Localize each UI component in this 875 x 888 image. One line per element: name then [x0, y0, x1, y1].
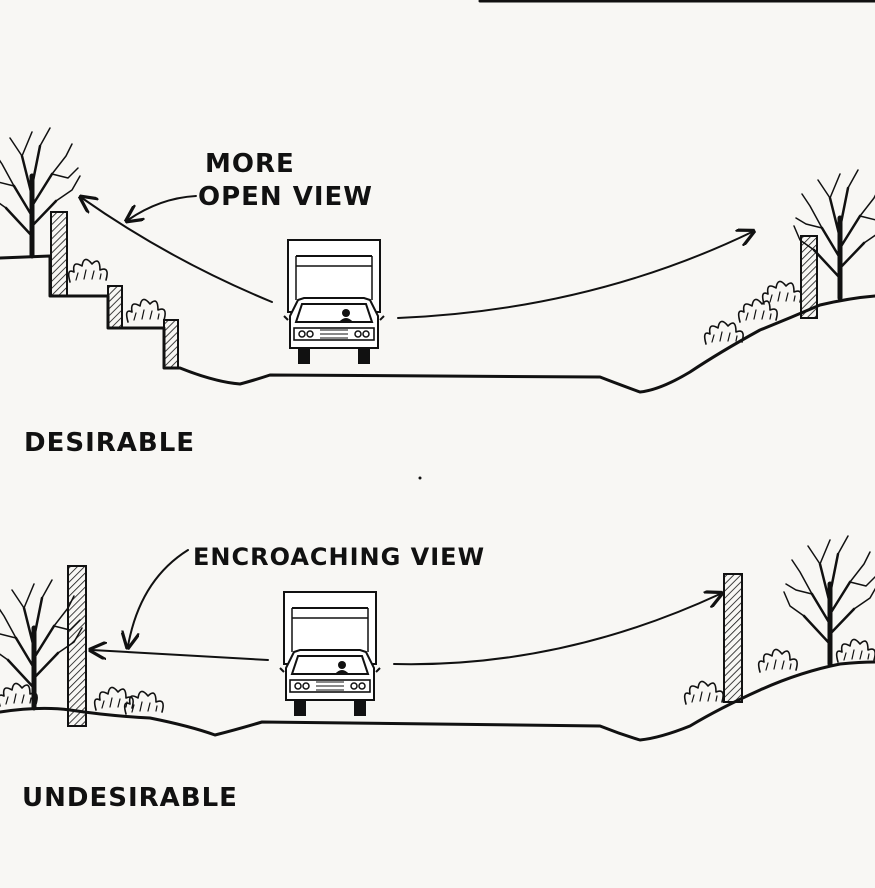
sightline-arrow-right [397, 232, 752, 319]
undesirable-section: ENCROACHING VIEW UNDESIRABLE [0, 536, 875, 813]
annotation-leader-arrow [128, 549, 189, 646]
sightline-arrow-left [82, 198, 273, 303]
caption-desirable: DESIRABLE [24, 428, 195, 458]
desirable-ground-profile [0, 254, 875, 394]
undesirable-ground-profile [0, 660, 875, 742]
retaining-wall [50, 211, 68, 297]
shrub-icon [703, 320, 744, 345]
retaining-wall [163, 319, 179, 369]
shrub-icon [737, 298, 778, 323]
tree-icon [784, 536, 875, 664]
retaining-wall [67, 565, 87, 727]
annotation-more: MORE [205, 149, 295, 179]
shrub-icon [125, 298, 166, 323]
shrub-icon [123, 690, 164, 715]
retaining-wall [723, 573, 743, 703]
retaining-wall [800, 235, 818, 319]
sightline-arrow-left [92, 650, 269, 661]
sightline-arrow-right [393, 594, 720, 666]
annotation-open-view: OPEN VIEW [198, 182, 373, 212]
annotation-encroaching-view: ENCROACHING VIEW [193, 543, 485, 571]
truck-icon [283, 239, 385, 365]
shrub-icon [835, 638, 875, 663]
truck-icon [279, 591, 381, 717]
desirable-section: MORE OPEN VIEW DESIRABLE [0, 128, 875, 458]
shrub-icon [757, 648, 798, 673]
shrub-icon [67, 258, 108, 283]
caption-undesirable: UNDESIRABLE [22, 783, 238, 813]
retaining-wall [107, 285, 123, 329]
shrub-icon [761, 280, 802, 305]
shrub-icon [93, 686, 134, 711]
shrub-icon [683, 680, 724, 705]
ink-speck [418, 476, 422, 480]
annotation-leader-arrow [128, 195, 197, 220]
